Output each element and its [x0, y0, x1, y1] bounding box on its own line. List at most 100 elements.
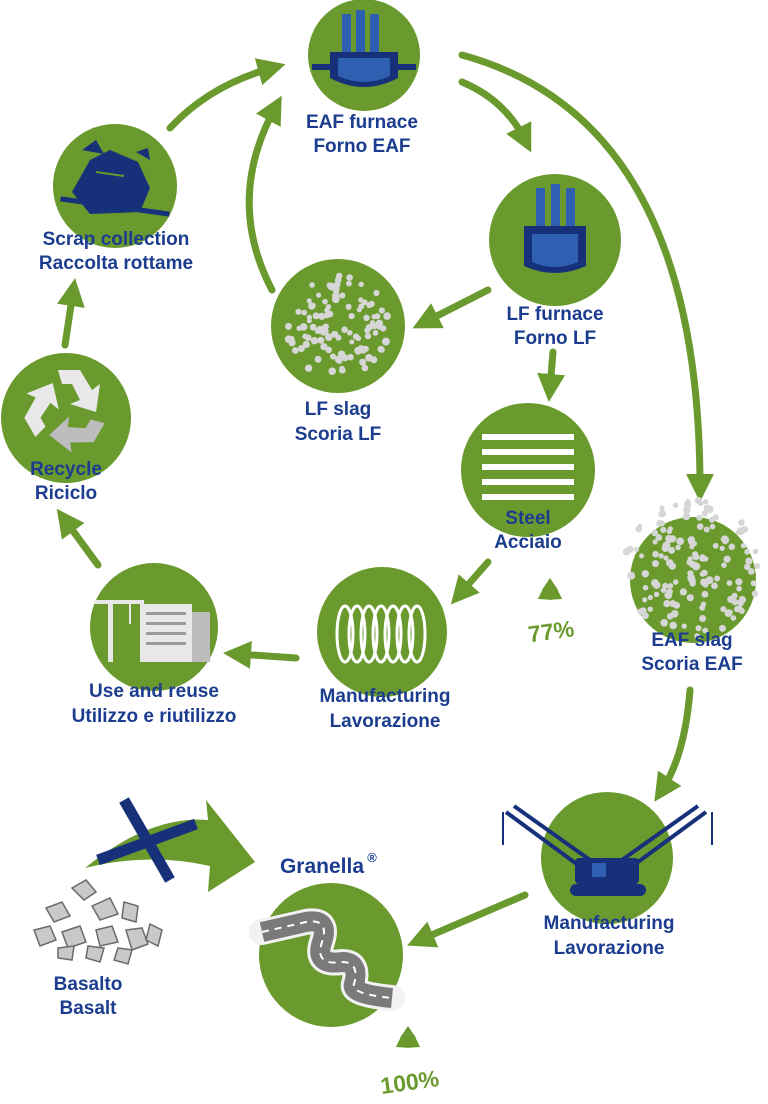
scrap-pile-icon [60, 140, 170, 217]
slag-granule [712, 514, 719, 521]
slag-granule [679, 588, 688, 596]
slag-granule [365, 354, 373, 362]
slag-granule [655, 534, 663, 541]
slag-granule [347, 330, 353, 336]
slag-granule [373, 289, 380, 297]
basalt-label-en: Basalt [59, 998, 117, 1019]
slag-granule [295, 308, 302, 315]
slag-granule [380, 325, 387, 332]
slag-granule [748, 568, 755, 575]
slag-granule [331, 330, 337, 337]
slag-granule [688, 538, 696, 546]
slag-granule [316, 292, 322, 298]
slag-granule [663, 600, 671, 608]
slag-granule [673, 601, 681, 609]
arrow-eaf-to-eafslag [458, 51, 714, 502]
slag-granule [297, 345, 305, 352]
slag-granule [701, 590, 709, 598]
slag-granule [376, 324, 382, 330]
arrow-use-to-recycle [56, 508, 102, 569]
slag-granule [721, 562, 727, 568]
slag-granule [309, 323, 317, 331]
slag-granule [641, 612, 649, 620]
slag-granule [668, 546, 676, 554]
slag-granule [754, 562, 761, 570]
slag-granule [330, 353, 336, 360]
slag-granule [333, 285, 340, 292]
node-lf-slag [271, 259, 405, 393]
node-recycle [1, 353, 131, 483]
slag-granule [314, 355, 322, 363]
slag-granule [735, 578, 743, 586]
slag-granule [379, 347, 385, 353]
slag-granule [727, 595, 735, 604]
slag-granule [719, 624, 726, 632]
slag-granule [738, 519, 744, 525]
flow-arrows [56, 51, 714, 948]
arrow-steel-to-manufacturing [450, 558, 492, 605]
slag-granule [304, 364, 313, 372]
slag-granule [669, 535, 677, 543]
slag-granule [641, 570, 649, 578]
slag-granule [339, 367, 346, 374]
slag-granule [305, 334, 312, 342]
steel-label-it: Acciaio [494, 532, 562, 553]
slag-granule [660, 526, 667, 534]
slag-granule [354, 346, 362, 355]
slag-granule [658, 509, 667, 518]
lf-slag-label-it: Scoria LF [295, 424, 382, 445]
slag-granule [685, 498, 691, 504]
slag-granule [668, 562, 677, 570]
slag-granule [666, 613, 674, 620]
slag-granule [699, 554, 707, 562]
slag-granule [378, 307, 385, 314]
slag-granule [723, 555, 731, 563]
node-eaf-slag [622, 496, 761, 643]
slag-granule [346, 274, 353, 281]
replacement-arrow [85, 797, 255, 892]
slag-granule [694, 633, 701, 639]
slag-granule [639, 553, 644, 559]
slag-granule [371, 322, 378, 330]
slag-granule [325, 333, 333, 342]
slag-granule [361, 364, 369, 372]
slag-granule [669, 621, 677, 630]
slag-granule [709, 523, 716, 530]
slag-granule [752, 548, 759, 555]
slag-granule [662, 582, 669, 590]
slag-granule [622, 547, 631, 556]
slag-granule [347, 353, 354, 361]
slag-granule [364, 332, 372, 340]
slag-granule [741, 526, 749, 533]
slag-granule [698, 500, 704, 507]
node-eaf-furnace [308, 0, 420, 111]
slag-granule [336, 272, 343, 280]
slag-granule [633, 546, 640, 553]
slag-granule [346, 280, 352, 287]
slag-granule [701, 569, 708, 577]
slag-granule [660, 619, 668, 627]
eaf-furnace-label-en: EAF furnace [306, 112, 418, 133]
slag-granule [340, 355, 346, 361]
slag-granule [348, 313, 355, 320]
arrow-scrap-to-eaf [166, 58, 286, 132]
slag-granule [306, 298, 312, 304]
slag-granule [309, 282, 315, 288]
slag-granule [695, 625, 702, 632]
rocks-icon [33, 879, 163, 965]
slag-granule [312, 312, 320, 320]
slag-granule [686, 594, 694, 602]
slag-granule [299, 323, 308, 331]
manufacturing-steel-label-en: Manufacturing [320, 686, 451, 707]
basalt-label-it: Basalto [54, 974, 123, 995]
slag-granule [334, 355, 342, 363]
slag-granule [320, 327, 329, 336]
slag-granule [317, 336, 325, 344]
slag-granule [328, 367, 337, 376]
slag-granule [341, 326, 348, 334]
slag-granule [372, 330, 379, 336]
manufacturing-steel-label-it: Lavorazione [330, 711, 441, 732]
slag-granule [736, 585, 742, 592]
use-reuse-label-en: Use and reuse [89, 681, 219, 702]
buildings-crane-icon [94, 600, 210, 662]
